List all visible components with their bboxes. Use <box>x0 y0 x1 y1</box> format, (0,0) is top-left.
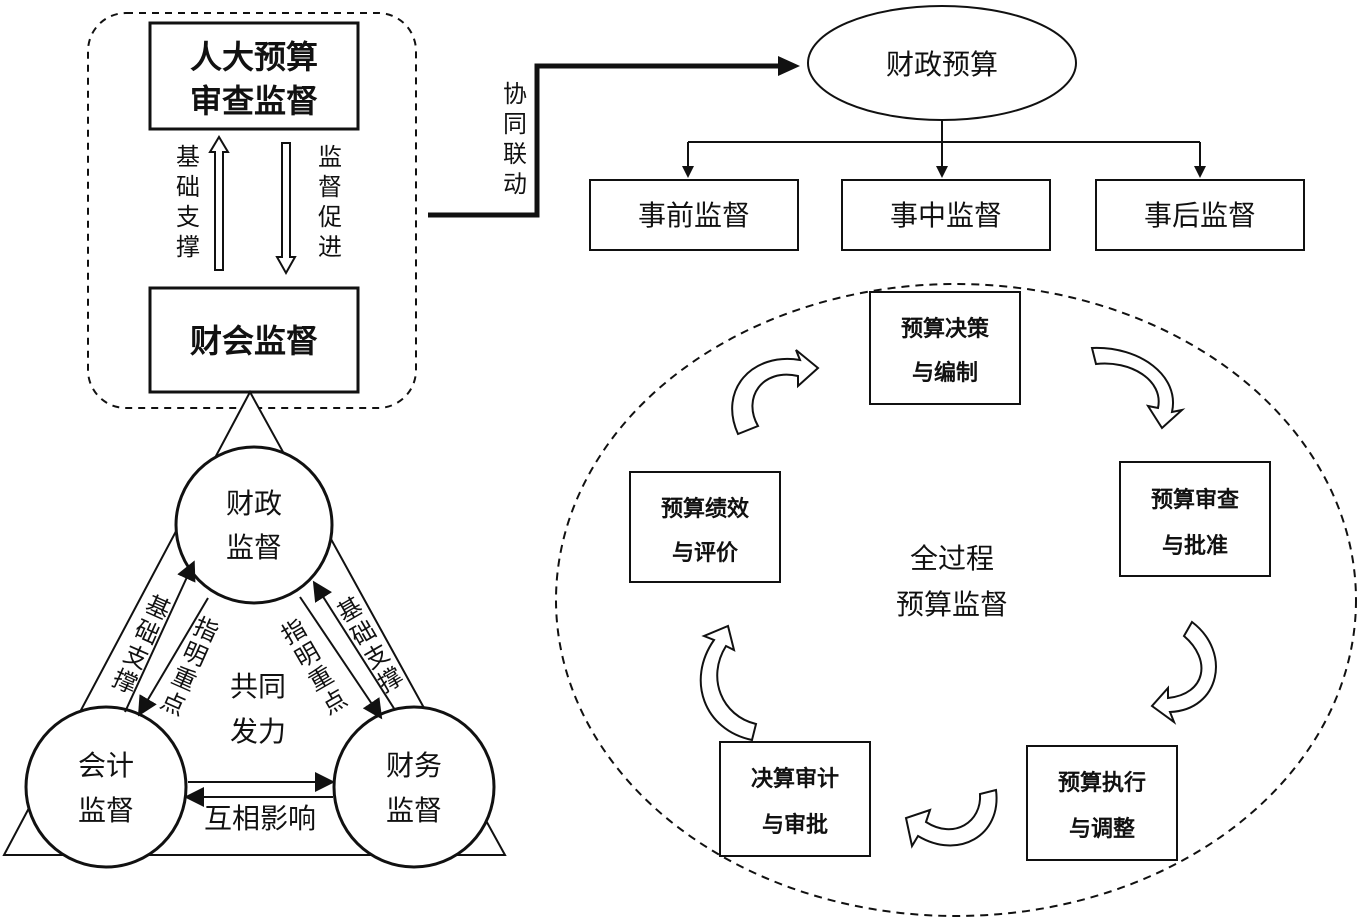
svg-text:财会监督: 财会监督 <box>190 322 318 360</box>
curved-arrow-icon-1 <box>731 349 820 436</box>
accounting-supervision-circle: 会计 监督 <box>24 705 188 869</box>
hollow-down-arrow-icon <box>275 142 297 276</box>
step-performance-eval: 预算绩效 与评价 <box>629 471 781 583</box>
svg-text:础: 础 <box>176 173 200 201</box>
npc-budget-review-box: 人大预算 审查监督 <box>148 21 360 131</box>
step-final-audit: 决算审计 与审批 <box>719 741 871 857</box>
svg-text:监: 监 <box>318 143 342 171</box>
curved-arrow-icon-2 <box>1090 346 1186 430</box>
svg-text:协: 协 <box>503 80 527 108</box>
svg-text:同: 同 <box>503 110 527 138</box>
step-decision-compile: 预算决策 与编制 <box>869 291 1021 405</box>
svg-text:财政: 财政 <box>226 487 282 520</box>
svg-text:与评价: 与评价 <box>672 541 739 566</box>
post-supervision-box: 事后监督 <box>1095 179 1305 251</box>
step-execute-adjust: 预算执行 与调整 <box>1026 745 1178 861</box>
svg-text:财务: 财务 <box>386 749 442 782</box>
svg-text:与批准: 与批准 <box>1162 534 1228 559</box>
svg-text:事前监督: 事前监督 <box>638 199 750 232</box>
right-support-arrow <box>312 580 396 711</box>
svg-text:监督: 监督 <box>226 531 282 564</box>
curved-arrow-icon-3 <box>1150 620 1217 725</box>
svg-text:联: 联 <box>503 140 527 168</box>
svg-text:动: 动 <box>503 170 527 198</box>
svg-text:督: 督 <box>318 173 342 201</box>
curved-arrow-icon-5 <box>699 624 758 742</box>
cycle-center-label: 全过程 预算监督 <box>896 542 1008 621</box>
mutual-influence-label: 互相影响 <box>204 802 316 835</box>
financial-supervision-circle: 财务 监督 <box>332 705 496 869</box>
svg-text:与调整: 与调整 <box>1069 816 1135 842</box>
fiscal-supervision-circle: 财政 监督 <box>174 445 334 605</box>
coordination-label: 协 同 联 动 <box>503 80 527 198</box>
svg-text:财政预算: 财政预算 <box>886 48 998 81</box>
svg-text:预算审查: 预算审查 <box>1151 487 1239 513</box>
mid-supervision-box: 事中监督 <box>841 179 1051 251</box>
svg-text:事后监督: 事后监督 <box>1144 199 1256 232</box>
svg-text:会计: 会计 <box>78 749 134 782</box>
svg-text:事中监督: 事中监督 <box>890 199 1002 232</box>
hollow-up-arrow-icon <box>208 135 230 271</box>
fiscal-accounting-supervision-box: 财会监督 <box>148 286 360 394</box>
svg-text:撑: 撑 <box>176 233 200 261</box>
svg-text:与编制: 与编制 <box>912 360 978 386</box>
svg-text:监督: 监督 <box>78 794 134 827</box>
svg-text:与审批: 与审批 <box>762 812 828 838</box>
coordination-connector <box>428 63 790 218</box>
svg-text:基: 基 <box>176 143 200 171</box>
svg-text:预算决策: 预算决策 <box>901 316 990 342</box>
svg-text:发力: 发力 <box>230 715 286 748</box>
svg-text:人大预算: 人大预算 <box>190 38 318 76</box>
svg-text:进: 进 <box>318 233 342 261</box>
left-focus-arrow <box>137 597 209 717</box>
joint-effort-label: 共同 发力 <box>230 670 286 748</box>
supervise-down-label: 监 督 促 进 <box>318 143 342 261</box>
stage-tree-connector <box>682 120 1206 178</box>
curved-arrow-icon-4 <box>904 788 998 849</box>
support-up-label: 基 础 支 撑 <box>176 143 200 261</box>
step-review-approve: 预算审查 与批准 <box>1119 461 1271 577</box>
svg-text:审查监督: 审查监督 <box>190 82 318 120</box>
svg-text:预算绩效: 预算绩效 <box>661 496 749 522</box>
svg-text:决算审计: 决算审计 <box>751 766 839 792</box>
supervision-dashed-group <box>87 12 417 409</box>
left-support-arrow <box>124 560 196 713</box>
cycle-dashed-ellipse <box>555 283 1357 917</box>
svg-text:预算监督: 预算监督 <box>896 588 1008 621</box>
coordination-arrowhead-icon <box>778 56 800 76</box>
svg-text:监督: 监督 <box>386 794 442 827</box>
pre-supervision-box: 事前监督 <box>589 179 799 251</box>
svg-text:全过程: 全过程 <box>910 542 994 575</box>
svg-text:预算执行: 预算执行 <box>1058 770 1146 796</box>
svg-text:促: 促 <box>318 203 342 231</box>
right-focus-arrow <box>299 596 383 720</box>
svg-text:支: 支 <box>176 203 200 231</box>
svg-text:共同: 共同 <box>230 670 286 703</box>
fiscal-budget-ellipse: 财政预算 <box>807 5 1077 121</box>
